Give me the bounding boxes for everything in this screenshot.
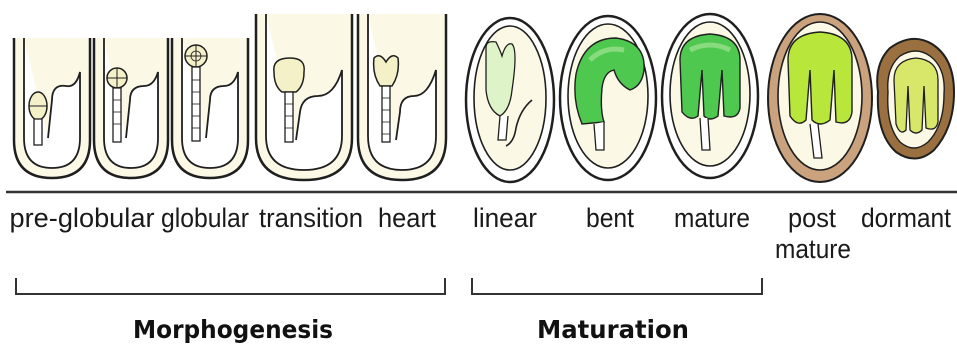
- stage-bent-illustration: [560, 16, 656, 180]
- stage-late-globular-illustration: [172, 38, 248, 178]
- globular-suspensor: [113, 88, 121, 142]
- pre-globular-suspensor: [34, 119, 42, 145]
- dormant-embryo: [894, 58, 938, 133]
- stage-label-bent: bent: [586, 203, 634, 233]
- stage-label-globular: globular: [161, 203, 249, 233]
- transition-embryo: [274, 58, 304, 92]
- stage-label-transition: transition: [259, 203, 363, 233]
- stage-label-mature: mature: [674, 203, 750, 233]
- stage-label-linear: linear: [473, 203, 537, 233]
- stage-transition-illustration: [256, 14, 352, 180]
- transition-suspensor: [285, 92, 293, 142]
- post-mature-embryo: [788, 32, 852, 124]
- stage-heart-illustration: [358, 14, 446, 180]
- stage-dormant-illustration: [877, 39, 954, 159]
- stage-pre-globular-illustration: [14, 38, 90, 178]
- stage-label-dormant: dormant: [861, 203, 951, 233]
- stage-label-post-mature: mature: [775, 234, 851, 264]
- maturation-bracket: [472, 278, 762, 294]
- stage-globular-illustration: [94, 38, 168, 178]
- stage-post-mature-illustration: [768, 14, 872, 182]
- stage-label-pre-globular: pre-globular: [10, 203, 155, 233]
- stage-label-post: post: [788, 203, 836, 233]
- phase-label-morphogenesis: Morphogenesis: [133, 315, 333, 344]
- morphogenesis-bracket: [16, 278, 445, 294]
- stage-linear-illustration: [466, 18, 554, 182]
- stage-label-heart: heart: [378, 203, 436, 233]
- stage-mature-illustration: [662, 14, 758, 178]
- phase-label-maturation: Maturation: [537, 315, 689, 344]
